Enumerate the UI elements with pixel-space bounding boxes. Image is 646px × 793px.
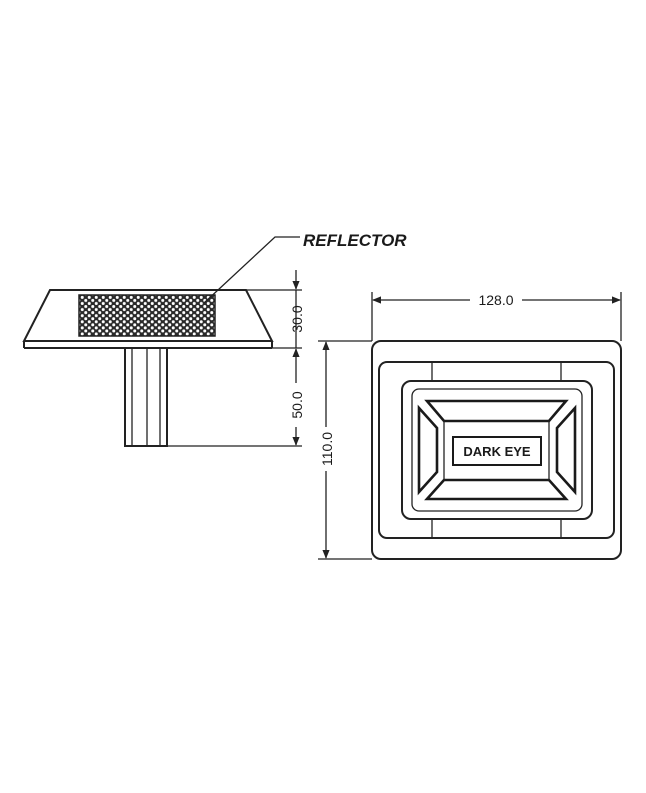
brand-text: DARK EYE bbox=[463, 444, 531, 459]
reflector-housing bbox=[401, 380, 593, 520]
brand-plate bbox=[452, 436, 542, 466]
reflector-lens bbox=[78, 294, 216, 337]
dim-stem-height-label: 50.0 bbox=[289, 391, 305, 418]
lens-facets bbox=[417, 399, 577, 501]
dim-height-label: 110.0 bbox=[319, 432, 335, 466]
dim-width-label: 128.0 bbox=[478, 292, 513, 308]
side-view: REFLECTOR 30.0 50.0 bbox=[22, 231, 407, 447]
stud-stem bbox=[124, 347, 168, 447]
dim-top-height-label: 30.0 bbox=[289, 305, 305, 332]
reflector-leader-line bbox=[203, 236, 300, 304]
stud-top-outline bbox=[371, 340, 622, 560]
reflector-callout: REFLECTOR bbox=[303, 231, 407, 250]
top-view: 128.0 110.0 DARK EYE bbox=[318, 290, 622, 560]
